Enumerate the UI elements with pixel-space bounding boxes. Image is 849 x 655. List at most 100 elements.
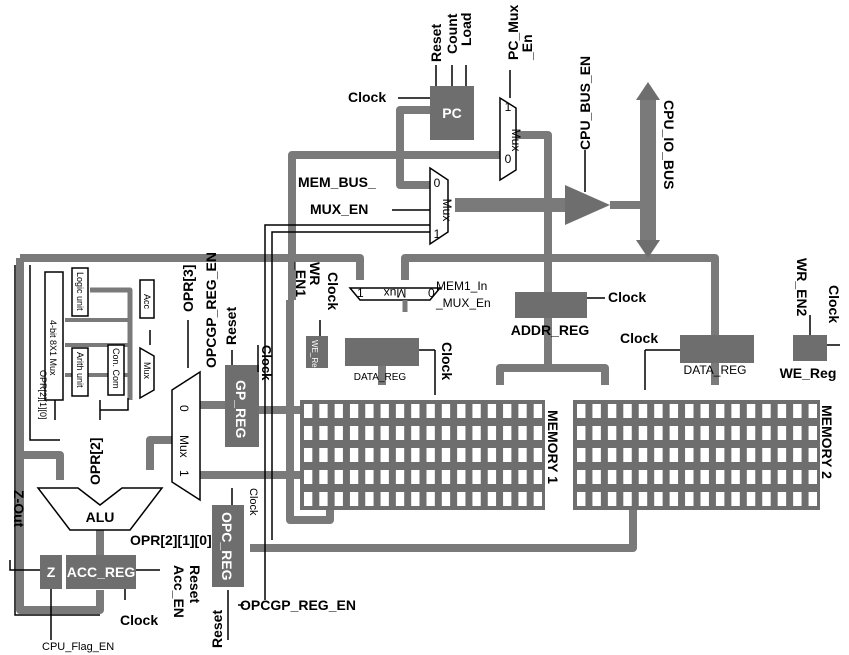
memory-cell [715, 492, 725, 506]
memory-cell [304, 492, 313, 506]
data-reg-1-clock: Clock [439, 342, 455, 380]
memory-cell [808, 448, 817, 462]
addr-reg-label: ADDR_REG [511, 322, 590, 338]
pc-load-label: Load [458, 13, 474, 46]
memory-cell [592, 492, 601, 506]
memory-cell [349, 470, 359, 484]
memory-cell [319, 404, 328, 418]
opcgp-reg-en-label: OPCGP_REG_EN [203, 252, 219, 368]
memory-cell [777, 426, 787, 440]
memory-cell [365, 448, 374, 462]
memory-cell [685, 492, 694, 506]
opc-reg-block [212, 505, 244, 587]
bus-buffer [565, 185, 610, 225]
memory-cell [426, 492, 435, 506]
cpu-io-arrow-bottom [636, 240, 660, 258]
mux8-opr-label: OPR[2][1][0] [38, 370, 48, 420]
memory-cell [426, 448, 435, 462]
cpu-io-arrow-top [636, 82, 660, 100]
memory-cell [518, 404, 527, 418]
memory-cell [592, 426, 601, 440]
memory-cell [304, 426, 313, 440]
memory-cell [472, 448, 481, 462]
arith-unit-label: Arith unit [75, 352, 85, 388]
memory-cell [654, 404, 663, 418]
memory-cell [472, 492, 481, 506]
bus-mux-to-alu [146, 436, 172, 470]
memory-cell [700, 404, 709, 418]
memory-cell [777, 448, 787, 462]
bus-distribution [401, 254, 719, 335]
memory-cell [638, 470, 648, 484]
mem1-mux-1: 1 [357, 286, 364, 300]
acc-box-label: Acc [142, 294, 152, 310]
memory-cell [731, 448, 740, 462]
bus-acc-loop [16, 258, 104, 614]
memory-cell [533, 470, 542, 484]
memory-cell [762, 448, 771, 462]
memory-cell [746, 404, 756, 418]
addr-reg-block [515, 292, 587, 318]
memory-cell [441, 492, 451, 506]
bus-top-left [20, 254, 364, 280]
memory-cell [457, 492, 466, 506]
alu-mux-0: 0 [177, 405, 191, 412]
memory-1-label: MEMORY 1 [545, 410, 561, 484]
memory-cell [518, 426, 527, 440]
memory-cell [715, 448, 725, 462]
memory-cell [746, 492, 756, 506]
con-com-block [107, 344, 125, 396]
memory-cell [762, 404, 771, 418]
memory-cell [395, 426, 405, 440]
memory-cell [518, 448, 527, 462]
memory-cell [334, 404, 343, 418]
memory-cell [503, 470, 512, 484]
memory-cell [533, 492, 542, 506]
memory-cell [793, 448, 802, 462]
memory-cell [349, 426, 359, 440]
memory-cell [700, 448, 709, 462]
mem1-mux-0: 0 [428, 286, 435, 300]
memory-cell [533, 426, 542, 440]
memory-cell [577, 492, 586, 506]
memory-cell [669, 426, 679, 440]
memory-cell [457, 404, 466, 418]
memory-cell [623, 448, 632, 462]
we-reg-small [306, 336, 328, 368]
memory-cell [533, 448, 542, 462]
acc-reg-label: ACC_REG [67, 564, 136, 580]
memory-cell [793, 426, 802, 440]
memory-cell [349, 448, 359, 462]
memory-cell [441, 404, 451, 418]
memory-cell [669, 448, 679, 462]
memory-cell [685, 426, 694, 440]
memory-cell [426, 404, 435, 418]
memory-cell [777, 404, 787, 418]
memory-cell [793, 470, 802, 484]
memory-cell [472, 426, 481, 440]
memory-cell [808, 492, 817, 506]
pc-mux-shape [499, 96, 517, 182]
memory-cell [700, 492, 709, 506]
memory-cell [715, 426, 725, 440]
pc-clock-label: Clock [348, 89, 386, 105]
memory-cell [503, 448, 512, 462]
mem-mux-1: 1 [434, 227, 441, 241]
memory-cell [623, 492, 632, 506]
memory-cell [654, 426, 663, 440]
opc-clock-label: Clock [247, 488, 259, 516]
bus-left-to-pcmux [288, 151, 500, 300]
acc-box [139, 279, 155, 319]
memory-cell [607, 470, 617, 484]
con-com-label: Con. Com [111, 348, 121, 389]
memory-2-label: MEMORY 2 [819, 405, 835, 479]
memory-cell [487, 404, 497, 418]
memory-cell [654, 492, 663, 506]
logic-unit-block [71, 267, 89, 317]
memory-cell [607, 448, 617, 462]
memory-cell [700, 470, 709, 484]
memory-cell [411, 404, 420, 418]
memory-cell [304, 448, 313, 462]
memory-cell [395, 448, 405, 462]
